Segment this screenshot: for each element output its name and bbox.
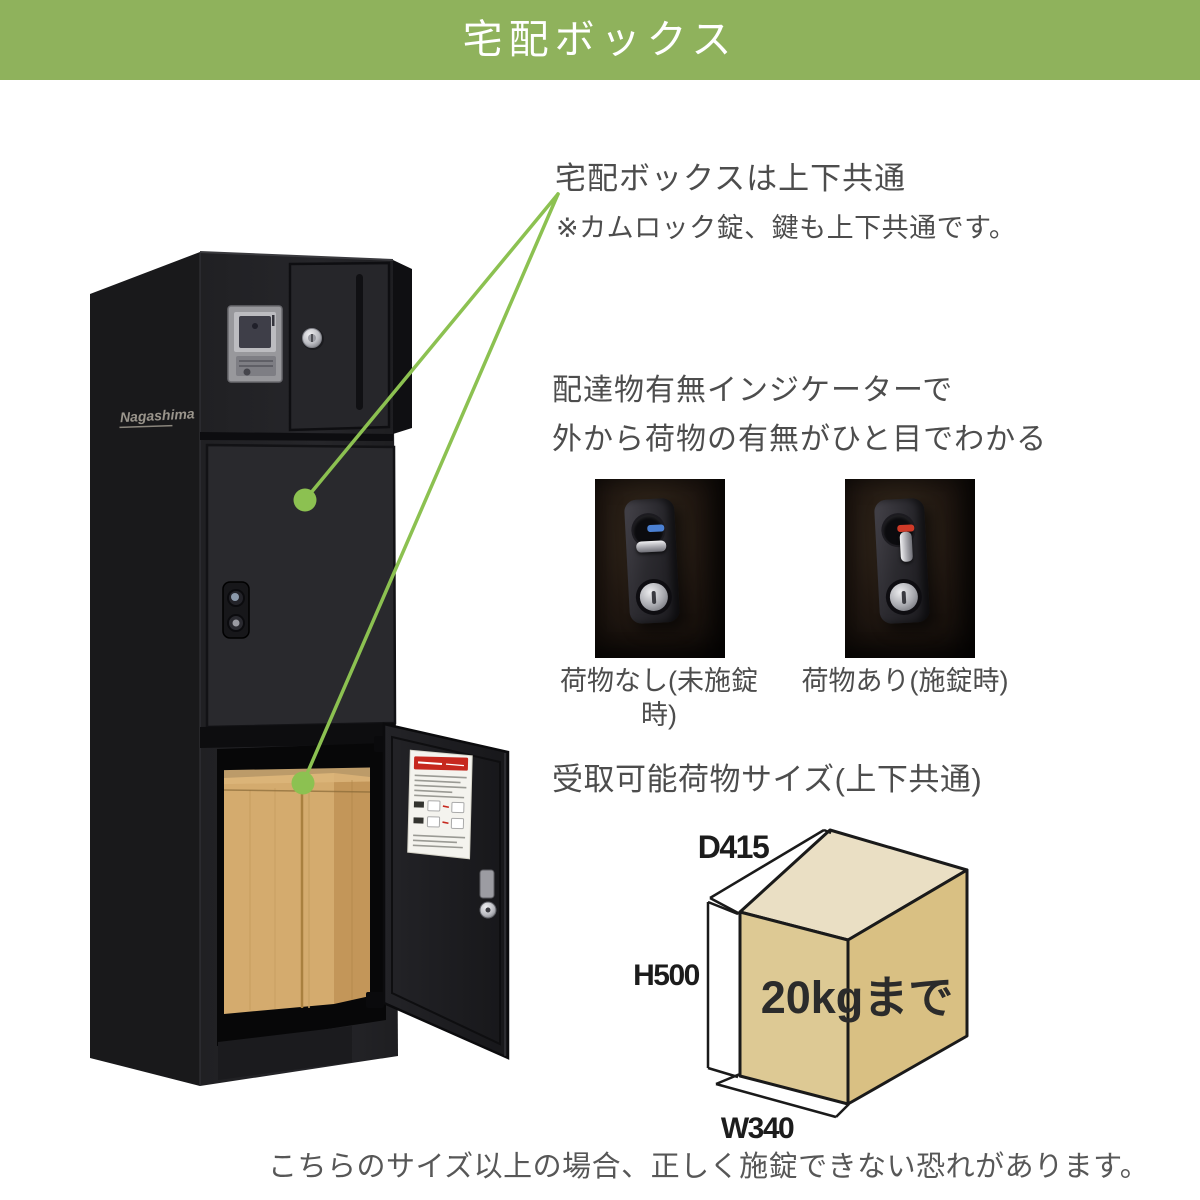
depth-dimension-line xyxy=(709,828,832,916)
door-hinge-top xyxy=(374,736,388,752)
indicator-photo-locked xyxy=(845,479,975,658)
caption-has-parcel: 荷物あり(施錠時) xyxy=(801,666,1009,696)
callout-dot-lower xyxy=(291,771,315,795)
height-dimension-line xyxy=(706,900,739,1079)
door-hinge-bottom xyxy=(366,992,384,1008)
indicator-heading-line2: 外から荷物の有無がひと目でわかる xyxy=(552,423,1048,456)
intercom-speaker xyxy=(236,356,276,376)
compartment-interior xyxy=(217,743,386,1046)
cabinet-side-panel xyxy=(90,252,200,1086)
lower-seam xyxy=(200,723,396,748)
door-latch xyxy=(479,869,497,919)
indicator-photo-unlocked xyxy=(595,479,725,658)
size-warning-note: こちらのサイズ以上の場合、正しく施錠できない恐れがあります。 xyxy=(268,1151,1150,1183)
callout-line-lower xyxy=(301,192,560,785)
brand-logo: Nagashima xyxy=(119,405,196,429)
product-photo: Nagashima xyxy=(90,251,510,1086)
mail-door xyxy=(288,261,391,432)
width-label: W340 xyxy=(721,1112,794,1145)
keyhole-icon xyxy=(639,582,669,612)
open-lower-door xyxy=(382,722,510,1060)
cabinet-upper-side xyxy=(393,260,412,434)
indicator-light-blue xyxy=(647,524,665,533)
size-diagram: D415 H500 W340 20kgまで xyxy=(633,828,969,1145)
base-plinth xyxy=(218,1026,352,1080)
top-edge xyxy=(199,251,394,261)
indicator-heading-line1: 配達物有無インジケーターで xyxy=(552,374,954,407)
lock-unit xyxy=(623,497,681,625)
box-right-face xyxy=(846,868,969,1106)
intercom-screen xyxy=(239,316,271,348)
size-heading: 受取可能荷物サイズ(上下共通) xyxy=(552,762,983,797)
intercom-unit xyxy=(227,305,283,383)
sticker-header xyxy=(413,756,469,771)
upper-seam xyxy=(200,432,393,441)
mail-lock-shadow xyxy=(302,328,324,350)
depth-label: D415 xyxy=(698,829,769,865)
callout-note: ※カムロック錠、鍵も上下共通です。 xyxy=(556,213,1017,243)
intercom-camera-icon xyxy=(252,323,258,329)
upper-parcel-door xyxy=(205,443,397,729)
indicator-heading: 配達物有無インジケーターで 外から荷物の有無がひと目でわかる xyxy=(552,366,1047,464)
brand-logo-text: Nagashima xyxy=(120,405,196,425)
cabinet-front xyxy=(200,252,398,1086)
lock-unit xyxy=(873,497,931,625)
caption-no-parcel: 荷物なし(未施錠時) xyxy=(560,666,758,730)
indicator-dial xyxy=(632,514,667,553)
callout-line-upper xyxy=(303,192,560,502)
callout-dot-upper xyxy=(293,488,317,512)
box-top-face xyxy=(738,828,969,942)
height-label: H500 xyxy=(633,959,700,992)
mail-lock-icon xyxy=(302,328,322,348)
door-inner-panel xyxy=(391,735,501,1046)
callout-title: 宅配ボックスは上下共通 xyxy=(555,161,907,196)
lock-knob xyxy=(635,540,667,553)
lock-knob xyxy=(899,531,914,563)
indicator-dial xyxy=(882,514,915,563)
upper-door-lock xyxy=(222,581,250,639)
keyhole-icon xyxy=(889,582,919,612)
capacity-label: 20kgまで xyxy=(761,972,954,1023)
width-dimension-line xyxy=(715,1072,850,1119)
sticker-diagrams xyxy=(413,800,465,830)
instruction-sticker xyxy=(407,749,473,860)
mail-slot xyxy=(356,274,363,410)
page-title: 宅配ボックス xyxy=(462,18,738,62)
intercom-button xyxy=(243,368,251,376)
page-header: 宅配ボックス xyxy=(0,0,1200,80)
cardboard-parcel xyxy=(223,767,371,1014)
box-front-face xyxy=(738,910,850,1106)
